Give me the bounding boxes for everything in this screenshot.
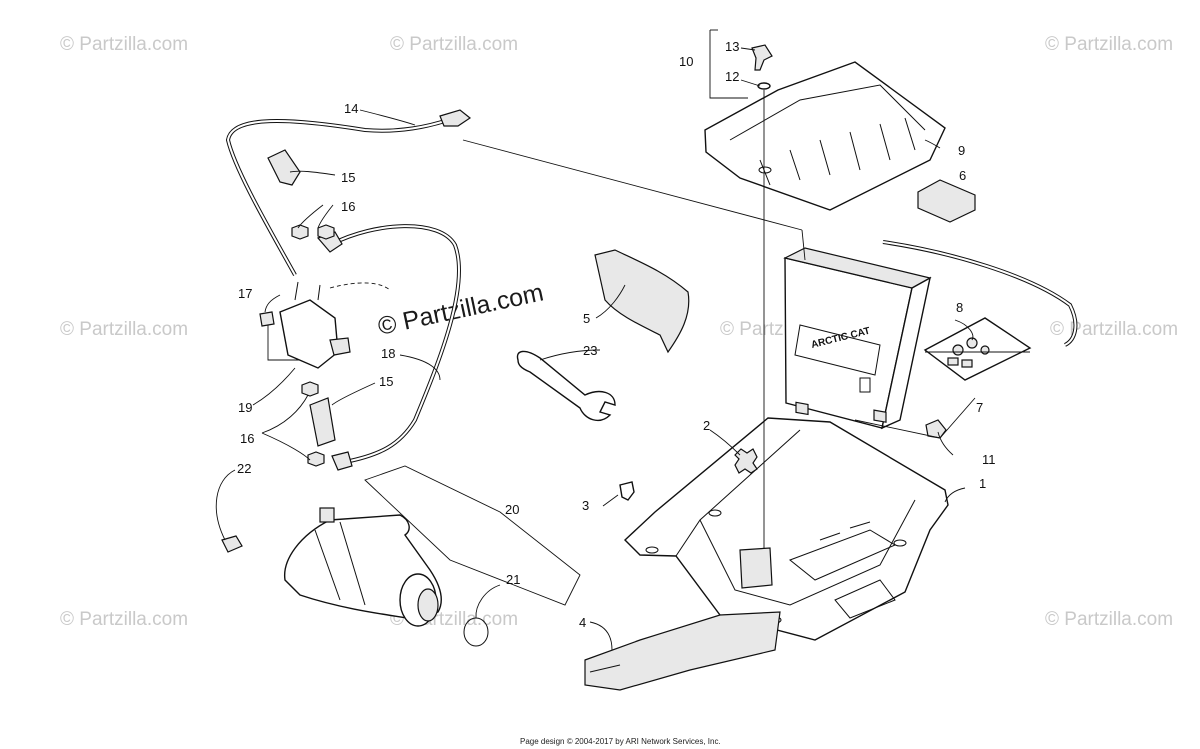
hardware-kit <box>923 317 1032 381</box>
emblem-icon <box>734 448 758 474</box>
callout-21: 21 <box>506 572 520 587</box>
watermark: © Partzilla.com <box>390 34 518 55</box>
callout-4: 4 <box>579 615 586 630</box>
starter-motor <box>284 507 442 627</box>
battery-box <box>623 417 949 641</box>
callout-15-lower: 15 <box>379 374 393 389</box>
terminal-cap-icon <box>267 149 301 186</box>
heat-shield <box>594 249 690 354</box>
callout-11: 11 <box>982 452 996 467</box>
nut-icon <box>301 381 319 397</box>
foam-pad <box>917 179 976 223</box>
nut-icon <box>307 451 325 467</box>
callout-9: 9 <box>958 143 965 158</box>
callout-5: 5 <box>583 311 590 326</box>
nut-icon <box>317 224 335 240</box>
callout-16-lower: 16 <box>240 431 254 446</box>
watermark: © Partzilla.com <box>60 609 188 630</box>
nut-icon <box>291 224 309 240</box>
bolt-icon <box>221 535 243 553</box>
washer-icon <box>757 82 771 90</box>
rubber-strap <box>584 611 781 691</box>
callout-2: 2 <box>703 418 710 433</box>
key-icon <box>751 44 773 71</box>
callout-6: 6 <box>959 168 966 183</box>
callout-8: 8 <box>956 300 963 315</box>
callout-1: 1 <box>979 476 986 491</box>
callout-7: 7 <box>976 400 983 415</box>
callout-14: 14 <box>344 101 358 116</box>
callout-22: 22 <box>237 461 251 476</box>
watermark: © Partzilla.com <box>1045 34 1173 55</box>
footer-copyright: Page design © 2004-2017 by ARI Network S… <box>520 737 721 746</box>
ground-cable <box>225 118 449 276</box>
callout-16-upper: 16 <box>341 199 355 214</box>
rivet-icon <box>619 481 635 501</box>
watermark: © Partzilla.com <box>60 319 188 340</box>
terminal-cap-icon <box>309 397 336 447</box>
bolt-icon <box>259 311 275 327</box>
watermark: © Partzilla.com <box>1050 319 1178 340</box>
callout-20: 20 <box>505 502 519 517</box>
callout-12: 12 <box>725 69 739 84</box>
battery-cover <box>704 61 946 211</box>
starter-solenoid <box>279 281 351 369</box>
callout-23: 23 <box>583 343 597 358</box>
leader-lines <box>215 29 1030 651</box>
battery: ARCTIC CAT <box>783 247 932 430</box>
callout-19: 19 <box>238 400 252 415</box>
callout-10: 10 <box>679 54 693 69</box>
callout-17: 17 <box>238 286 252 301</box>
callout-13: 13 <box>725 39 739 54</box>
callout-15-upper: 15 <box>341 170 355 185</box>
positive-cable <box>331 224 461 464</box>
watermark: © Partzilla.com <box>60 34 188 55</box>
callout-18: 18 <box>381 346 395 361</box>
callout-3: 3 <box>582 498 589 513</box>
callout-labels: 1 2 3 4 5 6 7 8 9 10 11 12 13 14 15 15 1… <box>237 39 996 630</box>
watermark-main: © Partzilla.com <box>375 278 546 340</box>
wrench-tool <box>516 350 616 422</box>
watermark: © Partzilla.com <box>1045 609 1173 630</box>
